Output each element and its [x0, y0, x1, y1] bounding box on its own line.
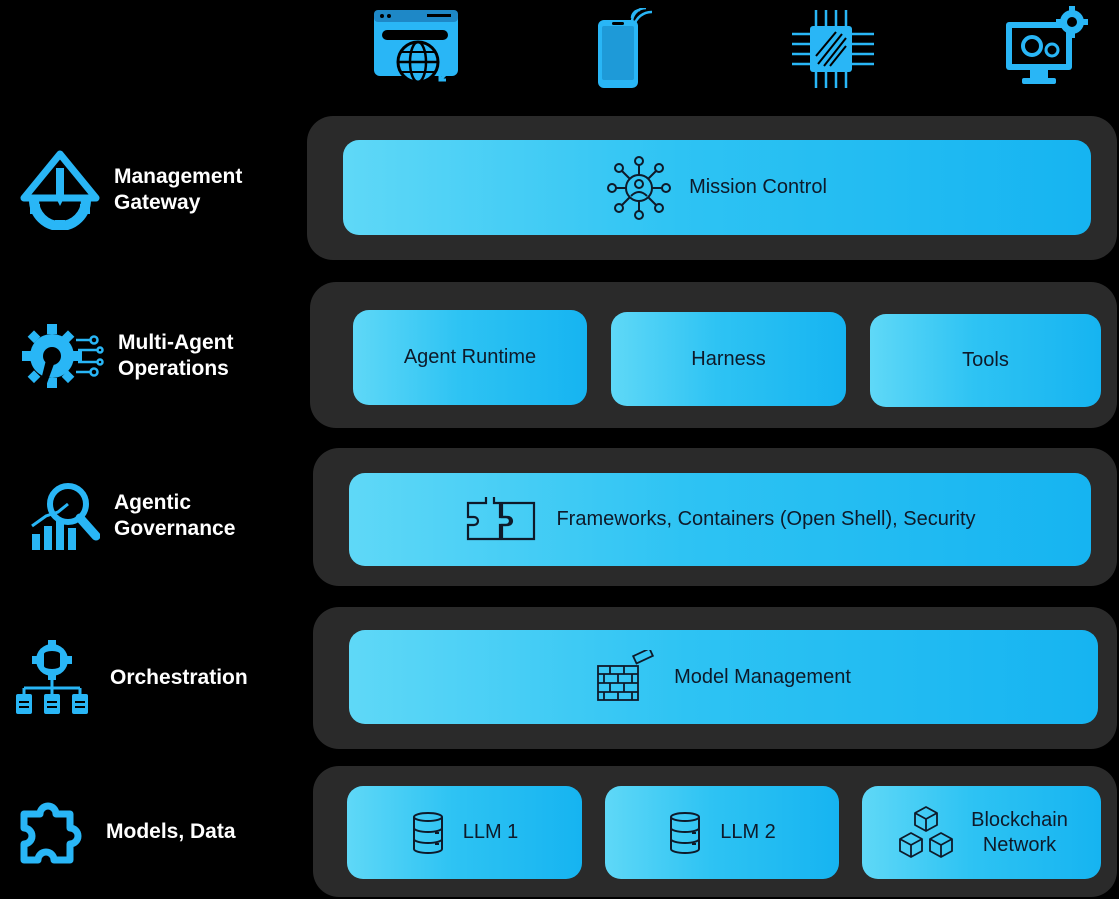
box-label: Model Management: [674, 665, 851, 688]
layer-label-multi-agent-operations: Multi-Agent Operations: [22, 320, 233, 392]
smartphone-icon: [594, 8, 654, 90]
layer-title: Agentic Governance: [114, 490, 236, 540]
wrench-gear-circuit-icon: [22, 320, 104, 392]
web-browser-globe-icon: [372, 8, 462, 88]
box-label: LLM 1: [462, 821, 519, 843]
model-management-box[interactable]: Model Management: [349, 630, 1098, 724]
database-icon: [411, 811, 445, 855]
box-label: Mission Control: [689, 176, 827, 198]
layer-label-models-data: Models, Data: [18, 800, 236, 864]
box-label: Frameworks, Containers (Open Shell), Sec…: [556, 508, 976, 530]
database-gear-hierarchy-icon: [12, 640, 92, 716]
blockchain-network-box[interactable]: Blockchain Network: [862, 786, 1101, 879]
tools-box[interactable]: Tools: [870, 314, 1101, 407]
layer-label-management-gateway: Management Gateway: [20, 150, 242, 230]
frameworks-box[interactable]: Frameworks, Containers (Open Shell), Sec…: [349, 473, 1091, 566]
layer-title: Models, Data: [106, 819, 236, 843]
layer-title: Multi-Agent Operations: [118, 330, 234, 380]
box-label: Agent Runtime: [403, 346, 537, 368]
box-label: Harness: [691, 347, 766, 370]
analytics-magnifier-icon: [28, 480, 100, 552]
llm-1-box[interactable]: LLM 1: [347, 786, 582, 879]
puzzle-pieces-icon: [464, 496, 538, 543]
database-icon: [668, 811, 702, 855]
layer-title: Orchestration: [110, 665, 248, 689]
harness-box[interactable]: Harness: [611, 312, 846, 406]
processor-chip-icon: [790, 8, 876, 90]
mission-control-box[interactable]: Mission Control: [343, 140, 1091, 235]
layer-label-orchestration: Orchestration: [12, 640, 248, 716]
layer-label-agentic-governance: Agentic Governance: [28, 480, 235, 552]
llm-2-box[interactable]: LLM 2: [605, 786, 839, 879]
box-label: LLM 2: [720, 821, 776, 843]
agent-runtime-box[interactable]: Agent Runtime: [353, 310, 587, 405]
brick-wall-icon: [596, 650, 656, 704]
layer-title: Management Gateway: [114, 164, 243, 214]
network-user-icon: [607, 155, 672, 220]
puzzle-piece-icon: [18, 800, 88, 864]
box-label: Blockchain Network: [971, 808, 1068, 856]
blockchain-cubes-icon: [895, 805, 957, 861]
pencil-ruler-gear-icon: [20, 150, 100, 230]
monitor-settings-icon: [1002, 6, 1092, 90]
box-label: Tools: [962, 349, 1009, 371]
